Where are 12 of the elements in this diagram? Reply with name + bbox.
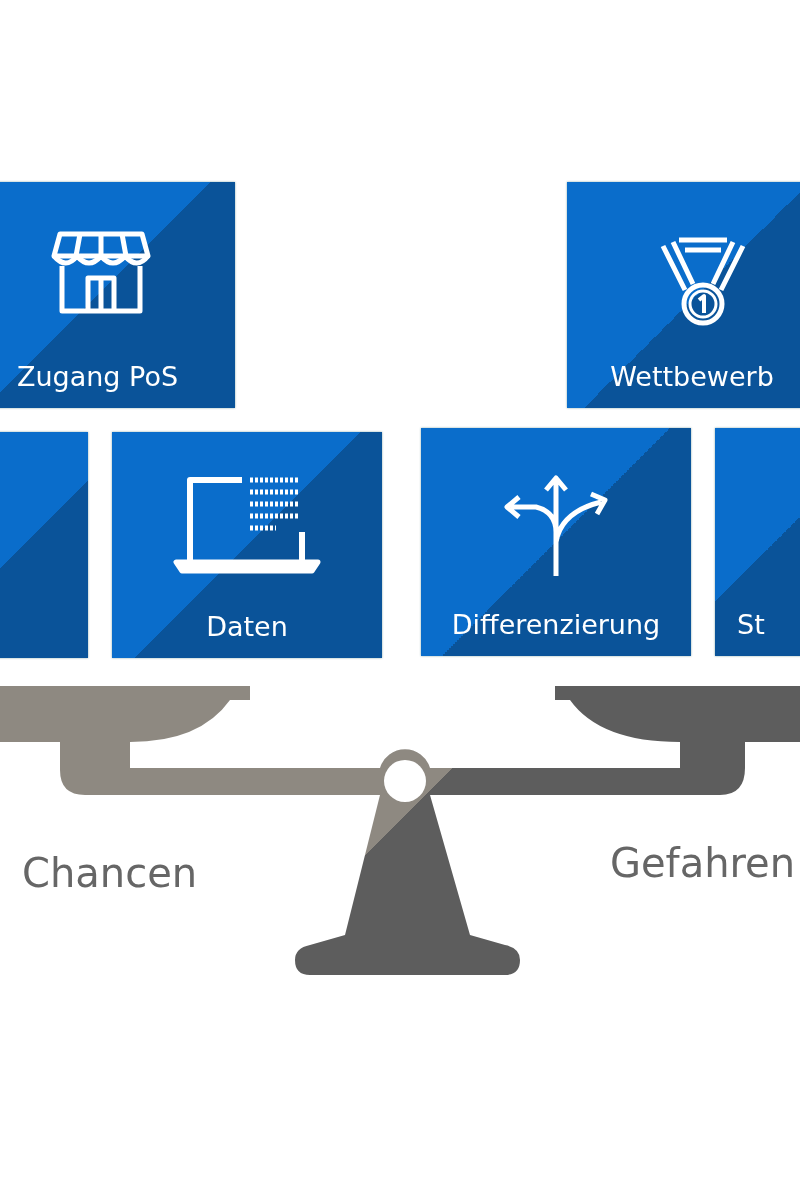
- tile: [715, 428, 800, 656]
- tile-label: Differenzierung: [450, 609, 662, 640]
- tile-label: St: [736, 609, 766, 640]
- tile: [112, 432, 382, 658]
- scale-side-label: Gefahren: [610, 840, 796, 886]
- tile: [0, 182, 235, 408]
- tile: [421, 428, 691, 656]
- scale-side-label: Chancen: [22, 850, 198, 896]
- tile: [567, 182, 800, 408]
- tile-label: Daten: [205, 611, 289, 642]
- tile-label: Wettbewerb: [609, 361, 775, 392]
- tile-label: Zugang PoS: [15, 361, 180, 392]
